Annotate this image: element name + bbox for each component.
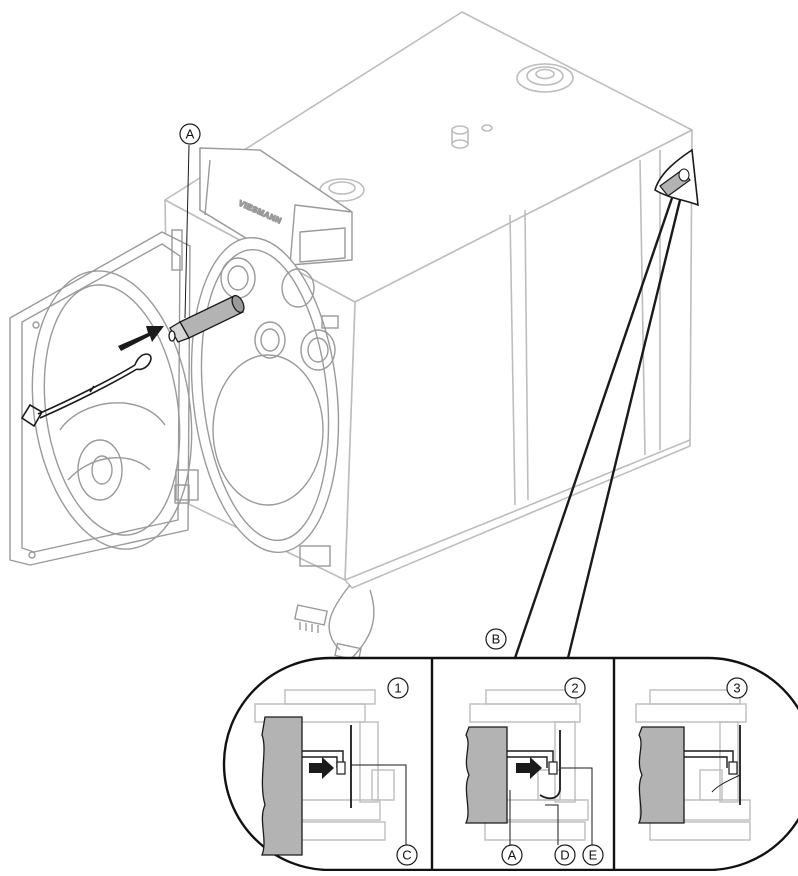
insert-arrow (118, 326, 164, 351)
sensor-well-detail (654, 148, 699, 207)
callout-c: C (402, 848, 411, 863)
callout-d: D (560, 848, 569, 863)
magnifier-lines (513, 197, 682, 659)
callout-a-detail: A (508, 848, 517, 863)
cleaning-brush-tool (20, 353, 152, 428)
step-3-detail: 3 (635, 677, 751, 841)
callout-b: B (492, 632, 501, 647)
sensor-cylinder (168, 294, 245, 343)
burner-door (9, 231, 193, 566)
cables (294, 584, 375, 662)
callout-e: E (589, 848, 598, 863)
step-2-number: 2 (571, 681, 578, 696)
step-1-detail: 1 C (254, 677, 418, 866)
callout-a-top: A (186, 127, 195, 142)
step-3-number: 3 (733, 681, 740, 696)
step-1-number: 1 (394, 681, 401, 696)
control-unit: VIESMANN (199, 147, 353, 266)
step-2-detail: 2 A D E (464, 677, 604, 866)
